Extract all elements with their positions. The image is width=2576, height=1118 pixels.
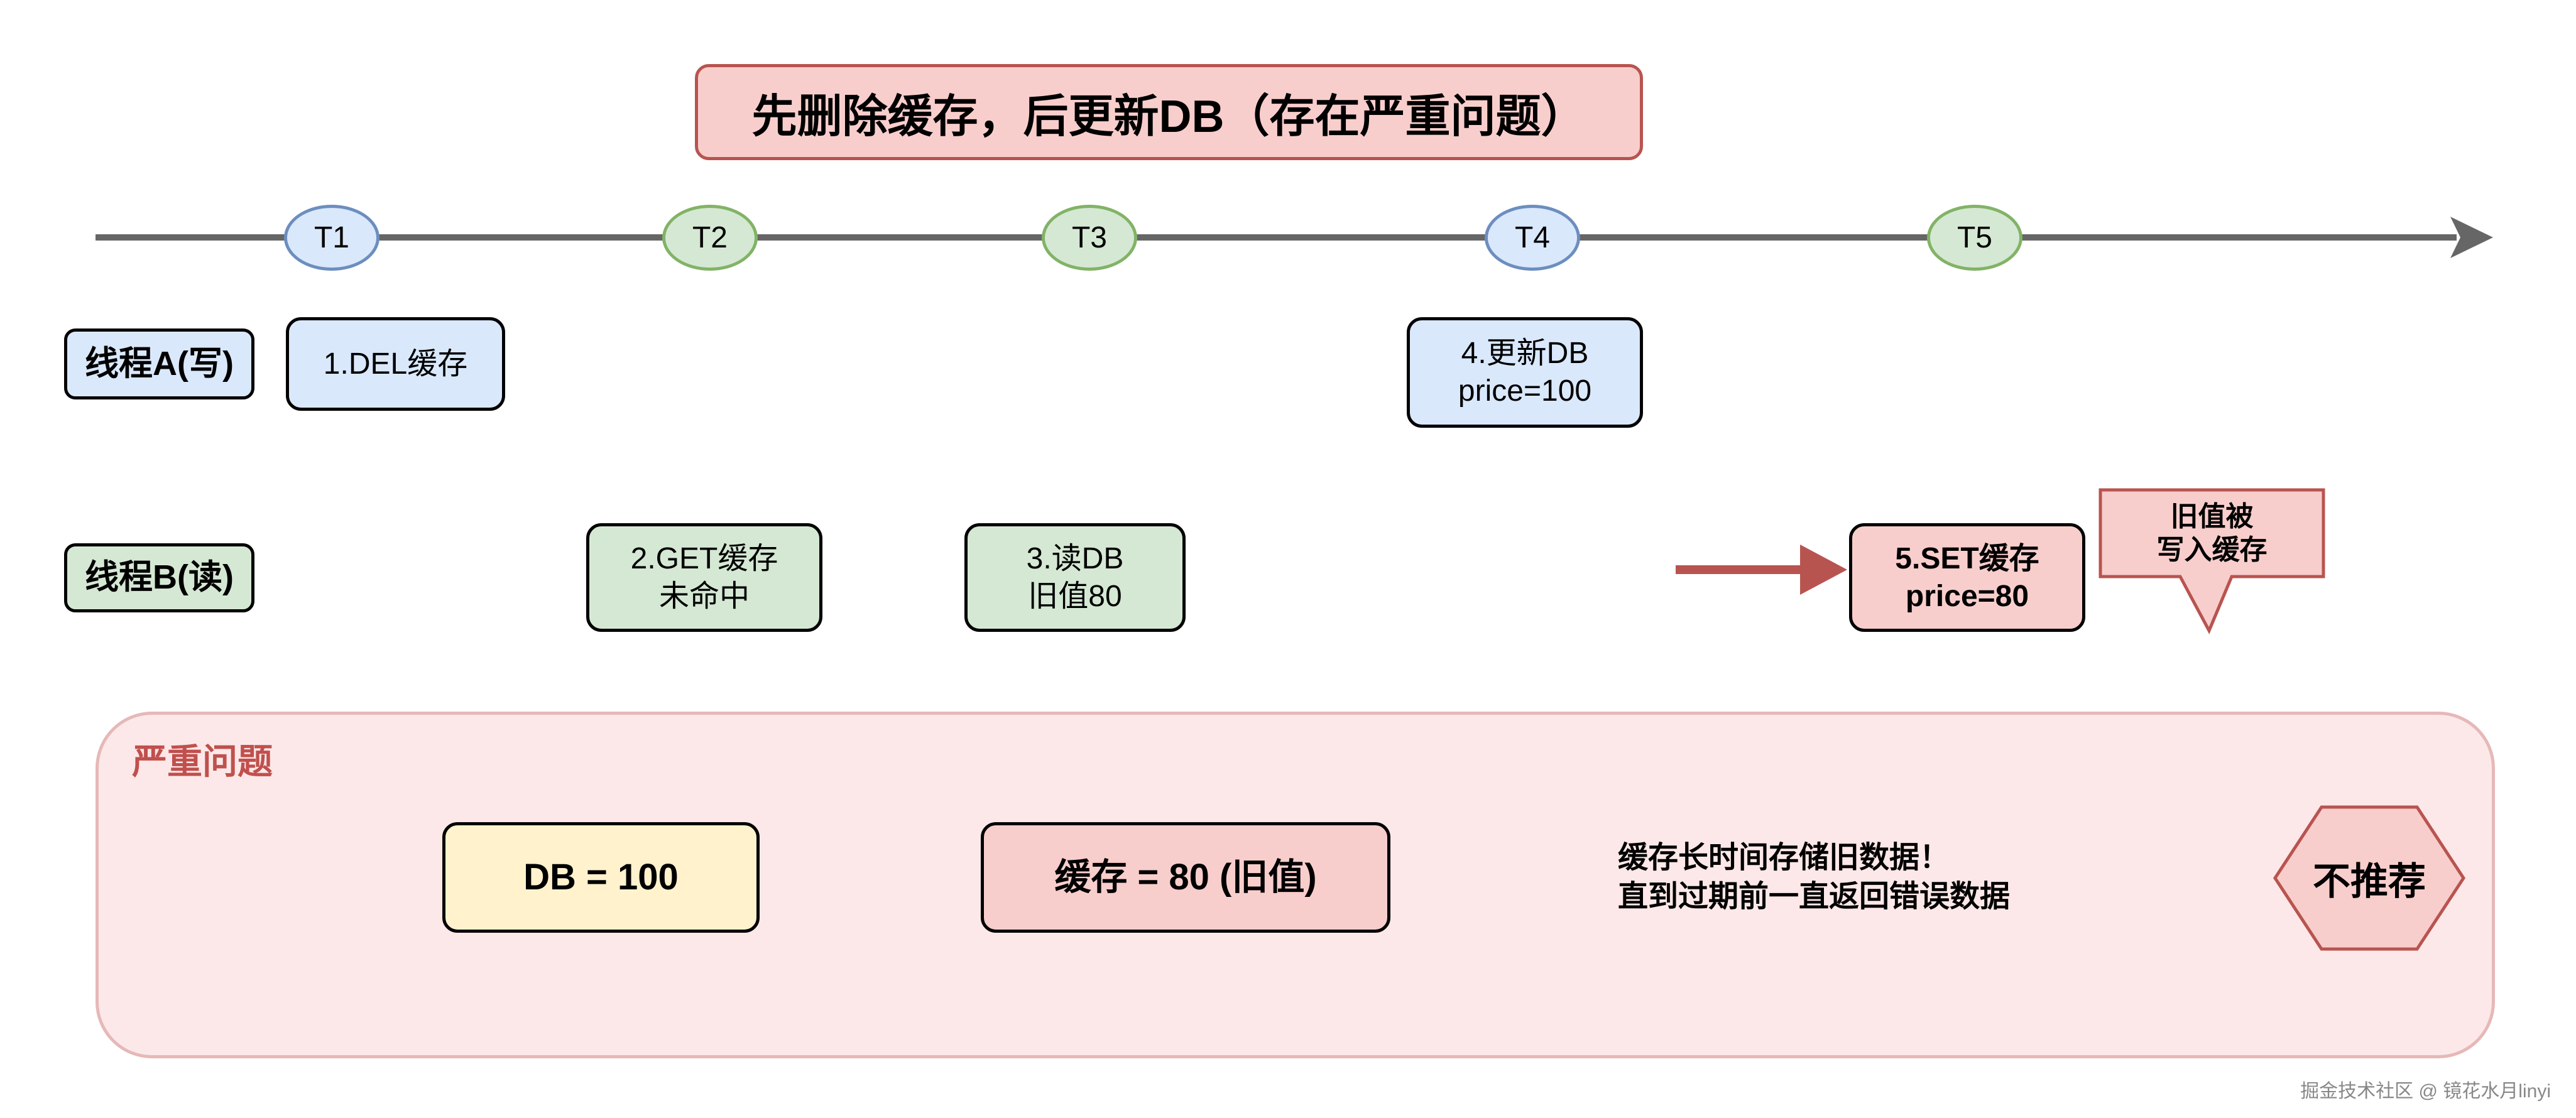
step-2-line2: 未命中: [658, 579, 750, 613]
step-3-line1: 3.读DB: [1026, 541, 1124, 575]
diagram-title: 先删除缓存，后更新DB（存在严重问题）: [695, 64, 1643, 160]
step-1-del-cache: 1.DEL缓存: [286, 317, 505, 411]
step-1-text: 1.DEL缓存: [323, 347, 468, 381]
note-line1: 缓存长时间存储旧数据！: [1618, 841, 1950, 874]
tick-t2: T2: [662, 205, 758, 271]
tick-label: T2: [692, 221, 728, 254]
step-4-update-db: 4.更新DB price=100: [1407, 317, 1643, 428]
step-2-get-cache: 2.GET缓存 未命中: [586, 523, 822, 632]
step-5-set-cache: 5.SET缓存 price=80: [1849, 523, 2085, 632]
tick-label: T4: [1514, 221, 1550, 254]
verdict-text: 不推荐: [2313, 860, 2426, 903]
thread-b-label-text: 线程B(读): [85, 558, 234, 597]
timeline-arrowhead-icon: [2450, 217, 2493, 258]
thread-a-label-text: 线程A(写): [85, 344, 234, 383]
watermark: 掘金技术社区 @ 镜花水月linyi: [2300, 1081, 2551, 1102]
tick-t1: T1: [284, 205, 379, 271]
verdict-hexagon: [2273, 805, 2465, 951]
callout-shape: [2098, 488, 2325, 634]
step-3-line2: 旧值80: [1028, 579, 1122, 613]
verdict-label: 不推荐: [2275, 807, 2464, 949]
hexagon-shape: [2273, 805, 2465, 951]
callout-line1: 旧值被: [2170, 501, 2254, 533]
tick-t3: T3: [1042, 205, 1137, 271]
callout: 旧值被 写入缓存: [2100, 491, 2323, 577]
thread-a-label: 线程A(写): [64, 328, 254, 399]
tick-label: T5: [1957, 221, 1992, 254]
flow-arrow-icon: [1800, 545, 1847, 595]
step-2-line1: 2.GET缓存: [630, 541, 778, 575]
stale-data-note: 缓存长时间存储旧数据！ 直到过期前一直返回错误数据: [1618, 839, 2183, 917]
cache-state-text: 缓存 = 80 (旧值): [1054, 856, 1317, 898]
thread-b-label: 线程B(读): [64, 543, 254, 612]
tick-label: T1: [314, 221, 349, 254]
step-4-line1: 4.更新DB: [1461, 337, 1589, 370]
cache-state-box: 缓存 = 80 (旧值): [981, 822, 1390, 933]
tick-t4: T4: [1485, 205, 1580, 271]
callout-line2: 写入缓存: [2156, 535, 2268, 565]
tick-t5: T5: [1927, 205, 2022, 271]
step-4-line2: price=100: [1458, 374, 1592, 408]
step-5-line2: price=80: [1905, 579, 2029, 613]
db-state-text: DB = 100: [523, 856, 679, 898]
problem-panel-label: 严重问题: [132, 742, 273, 781]
diagram-title-text: 先删除缓存，后更新DB（存在严重问题）: [751, 92, 1586, 142]
step-3-read-db: 3.读DB 旧值80: [964, 523, 1186, 632]
step-5-line1: 5.SET缓存: [1895, 541, 2039, 575]
note-line2: 直到过期前一直返回错误数据: [1618, 880, 2011, 914]
tick-label: T3: [1071, 221, 1107, 254]
db-state-box: DB = 100: [442, 822, 760, 933]
